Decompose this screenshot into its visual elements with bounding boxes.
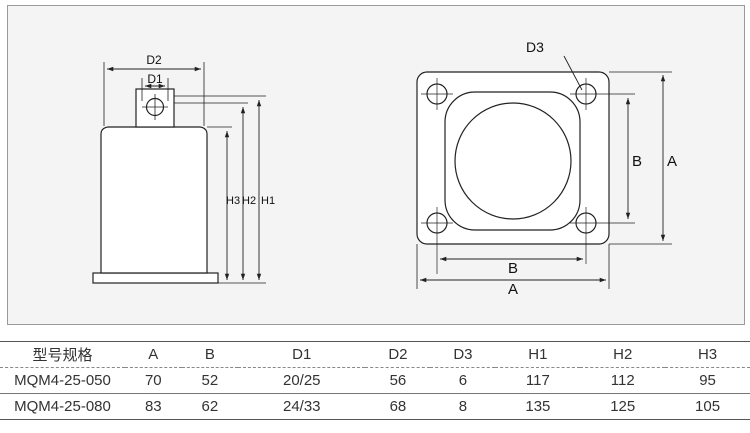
- side-view-labels: D2 D1 H3 H2 H1: [146, 53, 275, 207]
- technical-drawing: D2 D1 H3 H2 H1: [92, 39, 677, 298]
- header-b: B: [181, 341, 239, 368]
- table-row: MQM4-25-080 83 62 24/33 68 8 135 125 105: [0, 393, 750, 420]
- top-view-labels: D3 B A B A: [508, 39, 677, 298]
- inner-rim: [444, 91, 581, 231]
- label-d2: D2: [146, 53, 162, 67]
- cell-d1: 20/25: [238, 367, 366, 394]
- label-a-horizontal: A: [508, 281, 518, 298]
- top-view: [416, 55, 672, 289]
- label-b-vertical: B: [632, 153, 642, 170]
- flange-plate: [416, 71, 610, 245]
- table-header-row: 型号规格 A B D1 D2 D3 H1 H2 H3: [0, 341, 750, 368]
- label-a-vertical: A: [667, 153, 677, 170]
- header-a: A: [125, 341, 182, 368]
- cell-h3: 95: [665, 367, 750, 394]
- cell-d3: 8: [430, 393, 496, 420]
- cell-model: MQM4-25-080: [0, 393, 125, 420]
- side-view: [92, 62, 266, 284]
- label-b-horizontal: B: [508, 260, 518, 277]
- cell-d1: 24/33: [238, 393, 366, 420]
- label-d1: D1: [147, 72, 163, 86]
- drawing-panel: D2 D1 H3 H2 H1: [7, 5, 745, 325]
- header-d2: D2: [365, 341, 431, 368]
- cylinder-body: [100, 126, 208, 274]
- cell-d2: 56: [365, 367, 431, 394]
- cell-a: 83: [125, 393, 182, 420]
- cell-h1: 117: [495, 367, 581, 394]
- cell-d3: 6: [430, 367, 496, 394]
- cell-h1: 135: [495, 393, 581, 420]
- header-model: 型号规格: [0, 341, 125, 368]
- mounting-hole: [570, 207, 635, 264]
- cell-a: 70: [125, 367, 182, 394]
- base-plate: [92, 272, 219, 284]
- label-d3: D3: [526, 39, 544, 55]
- header-h1: H1: [495, 341, 581, 368]
- mounting-hole: [570, 78, 635, 110]
- spec-table: 型号规格 A B D1 D2 D3 H1 H2 H3 MQM4-25-050 7…: [0, 341, 750, 420]
- cell-h3: 105: [665, 393, 750, 420]
- cell-model: MQM4-25-050: [0, 367, 125, 394]
- header-h3: H3: [665, 341, 750, 368]
- label-h2: H2: [242, 195, 256, 207]
- header-h2: H2: [580, 341, 666, 368]
- label-h1: H1: [261, 195, 275, 207]
- mounting-hole: [421, 78, 453, 110]
- cell-b: 52: [181, 367, 239, 394]
- cell-h2: 125: [580, 393, 666, 420]
- center-circle: [454, 102, 572, 220]
- cell-b: 62: [181, 393, 239, 420]
- cell-h2: 112: [580, 367, 666, 394]
- label-h3: H3: [226, 195, 240, 207]
- mounting-hole: [421, 207, 453, 274]
- cell-d2: 68: [365, 393, 431, 420]
- d3-leader-line: [563, 55, 583, 91]
- header-d1: D1: [238, 341, 366, 368]
- table-row: MQM4-25-050 70 52 20/25 56 6 117 112 95: [0, 367, 750, 394]
- header-d3: D3: [430, 341, 496, 368]
